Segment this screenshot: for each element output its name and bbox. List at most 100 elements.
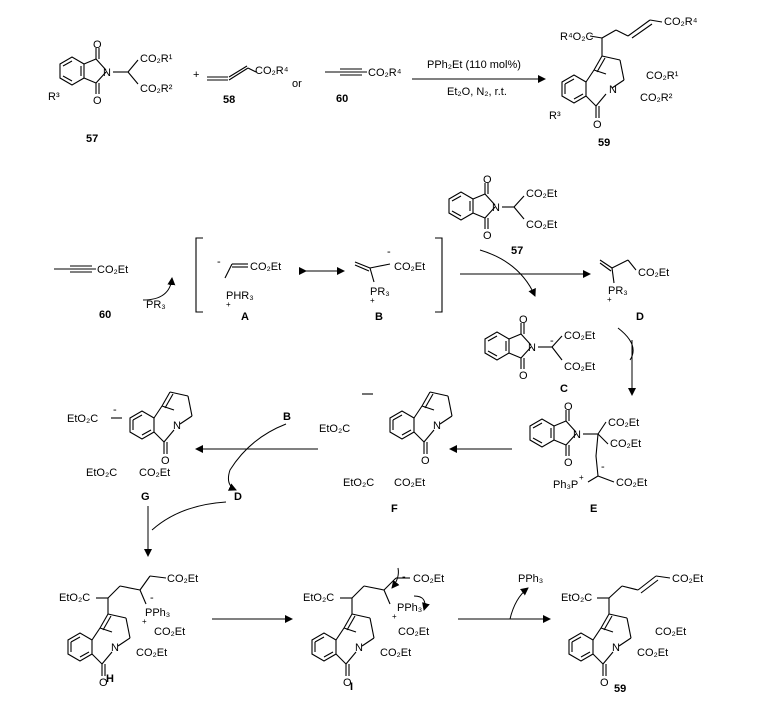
co2r1-label: CO₂R¹ — [646, 70, 679, 82]
minus-charge: - — [387, 246, 391, 258]
intermediate-D: CO₂Et PR₃ + D — [599, 259, 669, 323]
o-atom: O — [99, 677, 108, 689]
r4o2c-label: R⁴O₂C — [560, 31, 593, 43]
co2et-label: CO₂Et — [394, 477, 425, 489]
n-atom: N — [528, 342, 536, 354]
arrow-label-B: B — [283, 411, 291, 423]
intermediate-F: N O EtO₂C EtO₂C CO₂Et F — [319, 391, 453, 515]
deprotonation-arrows: B D — [195, 411, 318, 503]
reactant-57: N O O CO₂R¹ CO₂R² R³ 57 — [48, 39, 173, 145]
pph3-label: PPh₃ — [397, 602, 422, 614]
plus-charge: + — [226, 300, 231, 309]
michael-addition-arrows — [144, 501, 227, 557]
intermediate-B: CO₂Et PR₃ + - B — [354, 246, 425, 323]
intermediate-H: N O EtO₂C CO₂Et PPh₃ + - CO₂Et CO₂Et H — [59, 573, 198, 689]
intermediate-label-G: G — [141, 491, 150, 503]
eto2c-label: EtO₂C — [319, 423, 350, 435]
ph3p-label: Ph₃P — [553, 479, 578, 491]
co2et-label: CO₂Et — [637, 647, 668, 659]
o-atom: O — [161, 455, 170, 467]
plus-charge: + — [392, 612, 397, 621]
o-atom: O — [343, 677, 352, 689]
solvent-condition: Et₂O, N₂, r.t. — [447, 86, 507, 98]
co2et-label: CO₂Et — [154, 626, 185, 638]
or-text: or — [292, 78, 302, 90]
o-atom: O — [519, 370, 528, 382]
compound-label-60: 60 — [99, 309, 111, 321]
co2et-label: CO₂Et — [136, 647, 167, 659]
compound-label-57: 57 — [86, 133, 98, 145]
n-atom: N — [355, 642, 363, 654]
n-atom: N — [103, 67, 111, 79]
elimination-arrow: PPh₃ — [458, 573, 551, 623]
co2r1-label: CO₂R¹ — [140, 53, 173, 65]
co2et-label: CO₂Et — [250, 261, 281, 273]
co2et-label: CO₂Et — [526, 188, 557, 200]
n-atom: N — [612, 642, 620, 654]
compound-label-59: 59 — [598, 137, 610, 149]
plus-charge: + — [142, 617, 147, 626]
compound-label-59: 59 — [614, 683, 626, 695]
pph3-label: PPh₃ — [145, 607, 170, 619]
minus-charge: - — [601, 461, 605, 473]
eto2c-label: EtO₂C — [303, 592, 334, 604]
co2et-label: CO₂Et — [616, 477, 647, 489]
product-59-mech: N O EtO₂C CO₂Et CO₂Et CO₂Et 59 — [561, 573, 703, 695]
minus-charge: - — [217, 256, 221, 268]
r3-label: R³ — [48, 91, 60, 103]
intermediate-A: CO₂Et PHR₃ + - A — [217, 256, 281, 323]
co2r4-label: CO₂R⁴ — [255, 65, 289, 77]
o-atom: O — [483, 230, 492, 242]
co2r2-label: CO₂R² — [640, 92, 673, 104]
compound-label-58: 58 — [223, 94, 235, 106]
pr3-reagent: PR₃ — [146, 299, 166, 311]
plus-charge: + — [370, 296, 375, 305]
co2et-label: CO₂Et — [564, 330, 595, 342]
co2et-label: CO₂Et — [672, 573, 703, 585]
plus-sign: + — [193, 69, 199, 81]
eto2c-label: EtO₂C — [561, 592, 592, 604]
phr3-label: PHR₃ — [226, 290, 254, 302]
r3-label: R³ — [549, 110, 561, 122]
n-atom: N — [492, 202, 500, 214]
n-atom: N — [433, 420, 441, 432]
alkynoate-60-mech: CO₂Et 60 PR₃ — [54, 264, 176, 321]
adduct-E: N O O CO₂Et CO₂Et CO₂Et Ph₃P + - E — [529, 401, 647, 515]
n-atom: N — [173, 420, 181, 432]
intermediate-label-D: D — [636, 311, 644, 323]
eto2c-label: EtO₂C — [86, 467, 117, 479]
o-atom: O — [483, 174, 492, 186]
co2et-label: CO₂Et — [610, 438, 641, 450]
bracket-right — [435, 237, 443, 313]
pr3-label: PR₃ — [370, 286, 390, 298]
co2r4-label: CO₂R⁴ — [368, 67, 402, 79]
co2et-label: CO₂Et — [655, 626, 686, 638]
n-atom: N — [573, 429, 581, 441]
anion-G: N O EtO₂C - EtO₂C CO₂Et G — [67, 391, 193, 503]
minus-charge: - — [402, 571, 406, 583]
minus-charge: - — [113, 404, 117, 416]
o-atom: O — [600, 677, 609, 689]
pph3-leaving-group: PPh₃ — [518, 573, 543, 585]
phthalimide-57-mech: N O O CO₂Et CO₂Et 57 — [448, 174, 557, 257]
eto2c-label: EtO₂C — [343, 477, 374, 489]
anion-C: N O O - CO₂Et CO₂Et C — [484, 314, 595, 395]
product-59-top: N O R⁴O₂C CO₂R⁴ CO₂R¹ CO₂R² R³ 59 — [549, 16, 698, 149]
pr3-label: PR₃ — [608, 285, 628, 297]
ylide-I: N O EtO₂C CO₂Et PPh₃ + - CO₂Et CO₂Et I — [303, 567, 444, 693]
co2et-label: CO₂Et — [97, 264, 128, 276]
plus-charge: + — [607, 295, 612, 304]
intermediate-label-I: I — [350, 681, 353, 693]
eto2c-label: EtO₂C — [67, 413, 98, 425]
minus-charge: - — [150, 592, 154, 604]
plus-charge: + — [579, 473, 584, 482]
alkynoate-60: CO₂R⁴ 60 — [325, 67, 402, 105]
minus-charge: - — [550, 335, 554, 347]
o-atom: O — [564, 457, 573, 469]
o-atom: O — [421, 455, 430, 467]
co2et-label: CO₂Et — [398, 626, 429, 638]
co2r2-label: CO₂R² — [140, 83, 173, 95]
intermediate-label-H: H — [106, 673, 114, 685]
anion-label-C: C — [560, 383, 568, 395]
